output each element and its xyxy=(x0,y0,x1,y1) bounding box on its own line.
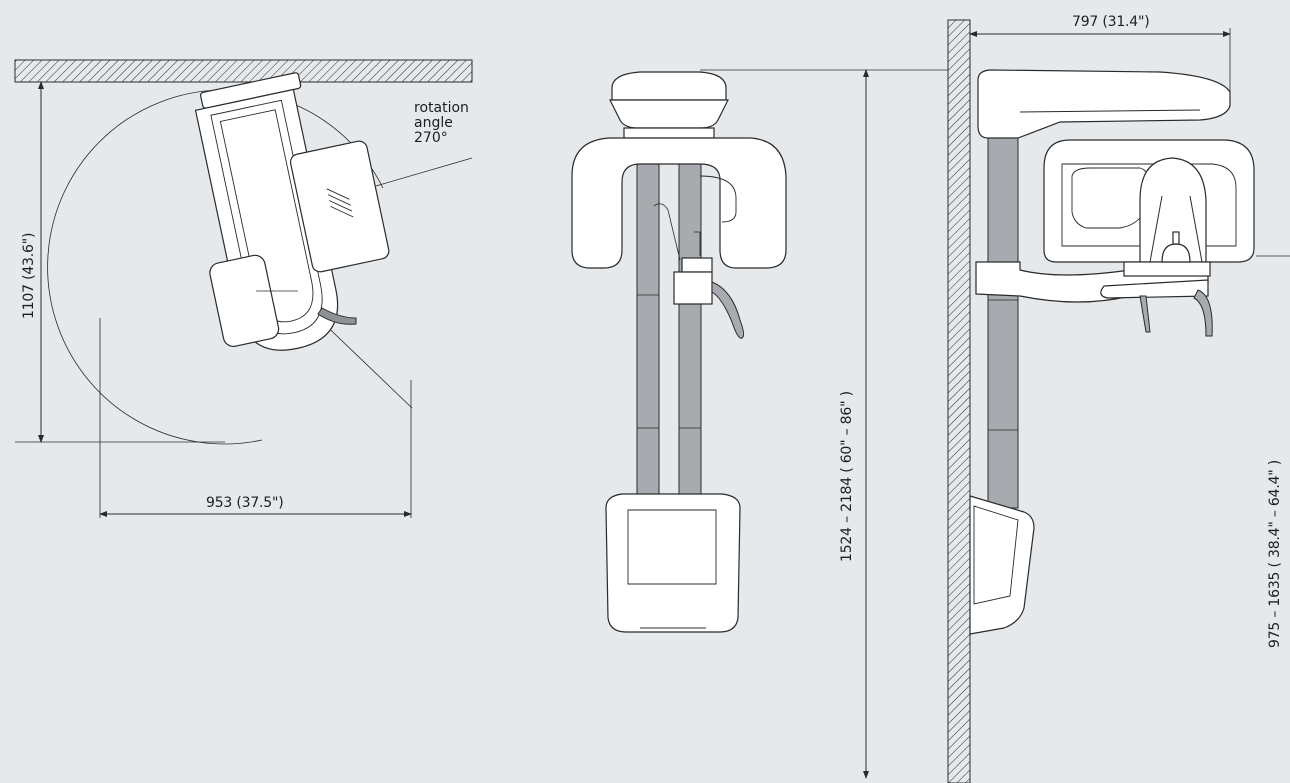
front-chin-rest xyxy=(681,257,713,273)
front-view-height-dimension: 1524 – 2184 ( 60" – 86" ) xyxy=(839,391,855,562)
unit-top-view xyxy=(194,72,390,351)
side-temple-rod-right xyxy=(1189,195,1203,263)
handle-grip-top xyxy=(317,307,357,325)
side-chin-marker xyxy=(1172,231,1180,245)
side-view-depth-dimension: 797 (31.4") xyxy=(1072,14,1150,30)
rotation-label-line2: angle xyxy=(414,115,453,131)
side-chin-rest-base xyxy=(1123,261,1211,277)
side-handle-right xyxy=(1193,289,1213,337)
ceiling-hatch xyxy=(14,59,473,83)
front-base-unit xyxy=(605,493,741,633)
front-handle xyxy=(711,281,745,339)
front-base-panel xyxy=(627,509,717,585)
wall-hatch xyxy=(947,19,971,783)
side-c-arm-inner xyxy=(1061,163,1237,247)
front-bite-block xyxy=(673,271,713,305)
side-base-panel xyxy=(973,505,1019,605)
rotation-label-line3: 270° xyxy=(414,130,448,146)
rotation-leader-line xyxy=(368,157,473,189)
top-view-height-dimension: 1107 (43.6") xyxy=(21,233,37,319)
front-tube-head-band xyxy=(609,99,729,129)
side-view: 797 (31.4") 975 – 1635 ( 38.4" – 64.4" ) xyxy=(947,14,1290,783)
side-base-unit xyxy=(969,495,1035,635)
front-temple-rod xyxy=(653,203,681,261)
front-c-arm-detail xyxy=(699,175,737,223)
side-c-arm-opening xyxy=(1139,157,1207,263)
side-top-arm xyxy=(977,69,1231,139)
rotation-label-line1: rotation xyxy=(414,100,469,116)
front-column-right xyxy=(678,159,702,513)
side-view-height-dimension: 975 – 1635 ( 38.4" – 64.4" ) xyxy=(1267,460,1283,648)
side-column xyxy=(987,135,1019,509)
front-column-left xyxy=(636,159,660,513)
front-view: 1524 – 2184 ( 60" – 86" ) xyxy=(571,69,950,779)
front-c-arm xyxy=(571,137,787,269)
front-tube-head-neck xyxy=(623,127,715,139)
front-tube-head-top xyxy=(611,71,727,101)
front-chin-rest-marker xyxy=(694,231,701,256)
side-handle-left xyxy=(1139,295,1151,333)
side-top-arm-line xyxy=(1019,109,1201,113)
top-view-width-dimension: 953 (37.5") xyxy=(206,495,284,511)
side-temple-rod-left xyxy=(1149,195,1163,263)
side-arm-tip xyxy=(1100,279,1209,299)
top-view: 1107 (43.6") 953 (37.5") rotation angle … xyxy=(14,59,473,518)
